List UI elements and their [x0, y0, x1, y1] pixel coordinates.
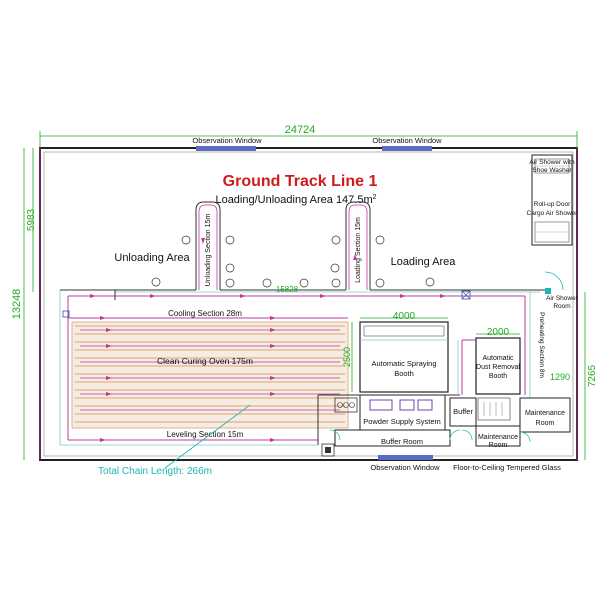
dust-booth-line-1: Automatic [482, 355, 514, 362]
powder-supply-label: Powder Supply System [363, 417, 441, 426]
spray-depth-label: 2500 [342, 347, 352, 367]
worker-icons [151, 235, 435, 288]
flow-arrows [90, 238, 446, 442]
cooling-section-label: Cooling Section 28m [168, 309, 242, 318]
air-shower-room-line-1: Air Shower [546, 295, 579, 302]
loading-area-text: Loading/Unloading Area 147.5m2 [215, 194, 376, 206]
tempered-glass-label: Floor-to-Ceiling Tempered Glass [453, 463, 561, 472]
clean-curing-oven-label: Clean Curing Oven 175m [157, 356, 253, 366]
air-shower-shoe-line-2: Shoe Washer [532, 167, 572, 174]
dust-booth-line-3: Booth [489, 373, 507, 380]
oven-serpentine [75, 325, 345, 423]
air-shower-room: Air Shower Room [544, 271, 579, 310]
buffer-rooms: Buffer Buffer Room Maintenance Room Main… [321, 397, 571, 457]
spraying-width-label: 4000 [393, 311, 416, 322]
loading-section-label: Loading Section 15m [355, 217, 362, 283]
dust-booth-line-2: Dust Removal [476, 364, 520, 371]
spraying-booth: 4000 Automatic Spraying Booth 2500 [342, 311, 449, 393]
rollup-door-line-1: Roll-up Door [534, 201, 571, 208]
dust-removal-booth: 2000 Automatic Dust Removal Booth [475, 327, 521, 395]
outer-walls [39, 147, 578, 461]
right-dimension: 7265 1290 [550, 292, 598, 460]
upper-track: 15828 [60, 285, 545, 300]
air-shower-shoe-washer: Air Shower with Shoe Washer Roll-up Door… [527, 154, 579, 246]
leveling-section-label: Leveling Section 15m [167, 430, 244, 439]
rollup-door-line-2: Cargo Air Shower [527, 210, 579, 217]
maintenance-room-bottom-line-2: Room [489, 442, 508, 449]
unloading-area-label: Unloading Area [114, 252, 190, 264]
observation-window-top-left: Observation Window [192, 136, 262, 145]
top-dimension: 24724 [39, 124, 578, 148]
observation-window-bottom: Observation Window [370, 463, 440, 472]
lower-right-height-label: 7265 [587, 364, 598, 387]
air-shower-shoe-line-1: Air Shower with [529, 159, 575, 166]
preheating-section-label: Preheating Section 8m [538, 312, 545, 378]
spraying-booth-line-1: Automatic Spraying [371, 359, 436, 368]
unloading-section-track: Unloading Section 15m [195, 201, 221, 290]
right-gap-label: 1290 [550, 372, 570, 382]
diagram-title: Ground Track Line 1 [223, 173, 378, 190]
maintenance-room-right-line-1: Maintenance [525, 410, 565, 417]
overall-height-label: 13248 [11, 289, 23, 320]
total-chain-length: Total Chain Length: 266m [98, 404, 251, 477]
preheating-track: Preheating Section 8m [457, 292, 545, 398]
maintenance-room-right-line-2: Room [536, 420, 555, 427]
observation-window-top-right: Observation Window [372, 136, 442, 145]
powder-supply: Powder Supply System [334, 394, 446, 431]
observation-windows: Observation Window Observation Window Ob… [192, 136, 442, 472]
dust-width-label: 2000 [487, 327, 510, 338]
spraying-booth-line-2: Booth [394, 369, 414, 378]
left-dimension: 13248 5983 [11, 148, 37, 460]
loading-section-track: Loading Section 15m [345, 201, 371, 290]
buffer-room-label: Buffer Room [381, 437, 423, 446]
maintenance-room-bottom-line-1: Maintenance [478, 434, 518, 441]
air-shower-room-line-2: Room [553, 303, 570, 310]
loading-area-label: Loading Area [391, 256, 457, 268]
unloading-section-label: Unloading Section 15m [205, 214, 212, 287]
oven-track-lines [80, 329, 340, 411]
upper-height-label: 5983 [26, 208, 37, 231]
total-chain-length-label: Total Chain Length: 266m [98, 466, 212, 477]
track-span-label: 15828 [276, 285, 299, 294]
buffer-label: Buffer [453, 407, 473, 416]
overall-width-label: 24724 [285, 124, 316, 136]
